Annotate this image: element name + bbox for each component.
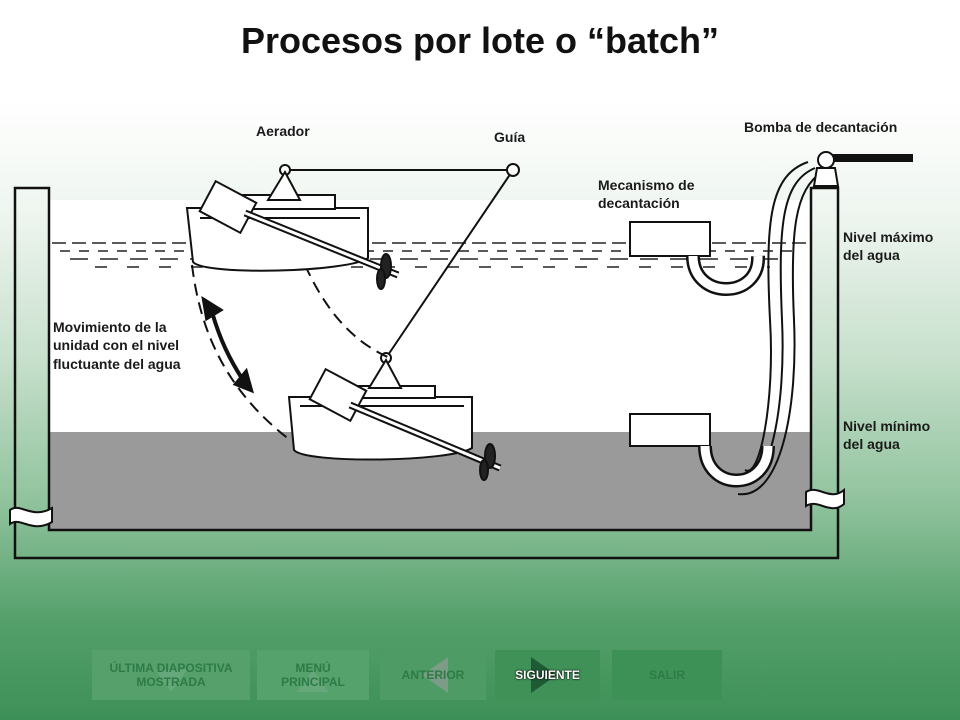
label-movement-line2: unidad con el nivel	[53, 337, 179, 353]
decant-mechanism-lower	[629, 413, 775, 488]
up-arrow-icon	[297, 670, 329, 692]
previous-button[interactable]: ANTERIOR	[380, 650, 486, 700]
main-menu-label: MENÚ PRINCIPAL	[281, 661, 345, 689]
undo-arrow-icon	[155, 670, 187, 692]
wall-break-marks	[9, 487, 845, 528]
label-min-level-line2: del agua	[843, 436, 900, 452]
left-triangle-icon	[422, 657, 448, 693]
aerator-upper	[185, 169, 400, 290]
decant-hose	[737, 154, 913, 496]
label-movement-line1: Movimiento de la	[53, 319, 167, 335]
label-movement-line3: fluctuante del agua	[53, 356, 181, 372]
label-max-level-line1: Nivel máximo	[843, 229, 933, 245]
next-button[interactable]: SIGUIENTE	[495, 650, 600, 700]
label-guide: Guía	[494, 129, 525, 145]
aerator-lower	[287, 357, 502, 481]
label-decant-mechanism-line2: decantación	[598, 195, 680, 211]
exit-button[interactable]: SALIR	[612, 650, 722, 700]
label-decant-mechanism-line1: Mecanismo de	[598, 177, 695, 193]
label-decant-pump: Bomba de decantación	[744, 119, 897, 135]
label-aerator: Aerador	[256, 123, 310, 139]
movement-arrow	[201, 295, 255, 394]
movement-path-arcs	[191, 264, 391, 441]
decant-pump	[812, 151, 840, 187]
main-menu-button[interactable]: MENÚ PRINCIPAL	[257, 650, 369, 700]
label-max-level-line2: del agua	[843, 247, 900, 263]
decant-mechanism-upper	[629, 221, 765, 296]
next-label: SIGUIENTE	[515, 668, 580, 682]
slide-title: Procesos por lote o “batch”	[240, 20, 720, 61]
last-slide-label: ÚLTIMA DIAPOSITIVA MOSTRADA	[109, 661, 233, 689]
exit-label: SALIR	[649, 668, 685, 682]
label-min-level-line1: Nivel mínimo	[843, 418, 930, 434]
previous-label: ANTERIOR	[401, 668, 465, 682]
last-slide-button[interactable]: ÚLTIMA DIAPOSITIVA MOSTRADA	[92, 650, 250, 700]
right-triangle-icon	[531, 657, 557, 693]
tank-walls	[13, 186, 840, 560]
